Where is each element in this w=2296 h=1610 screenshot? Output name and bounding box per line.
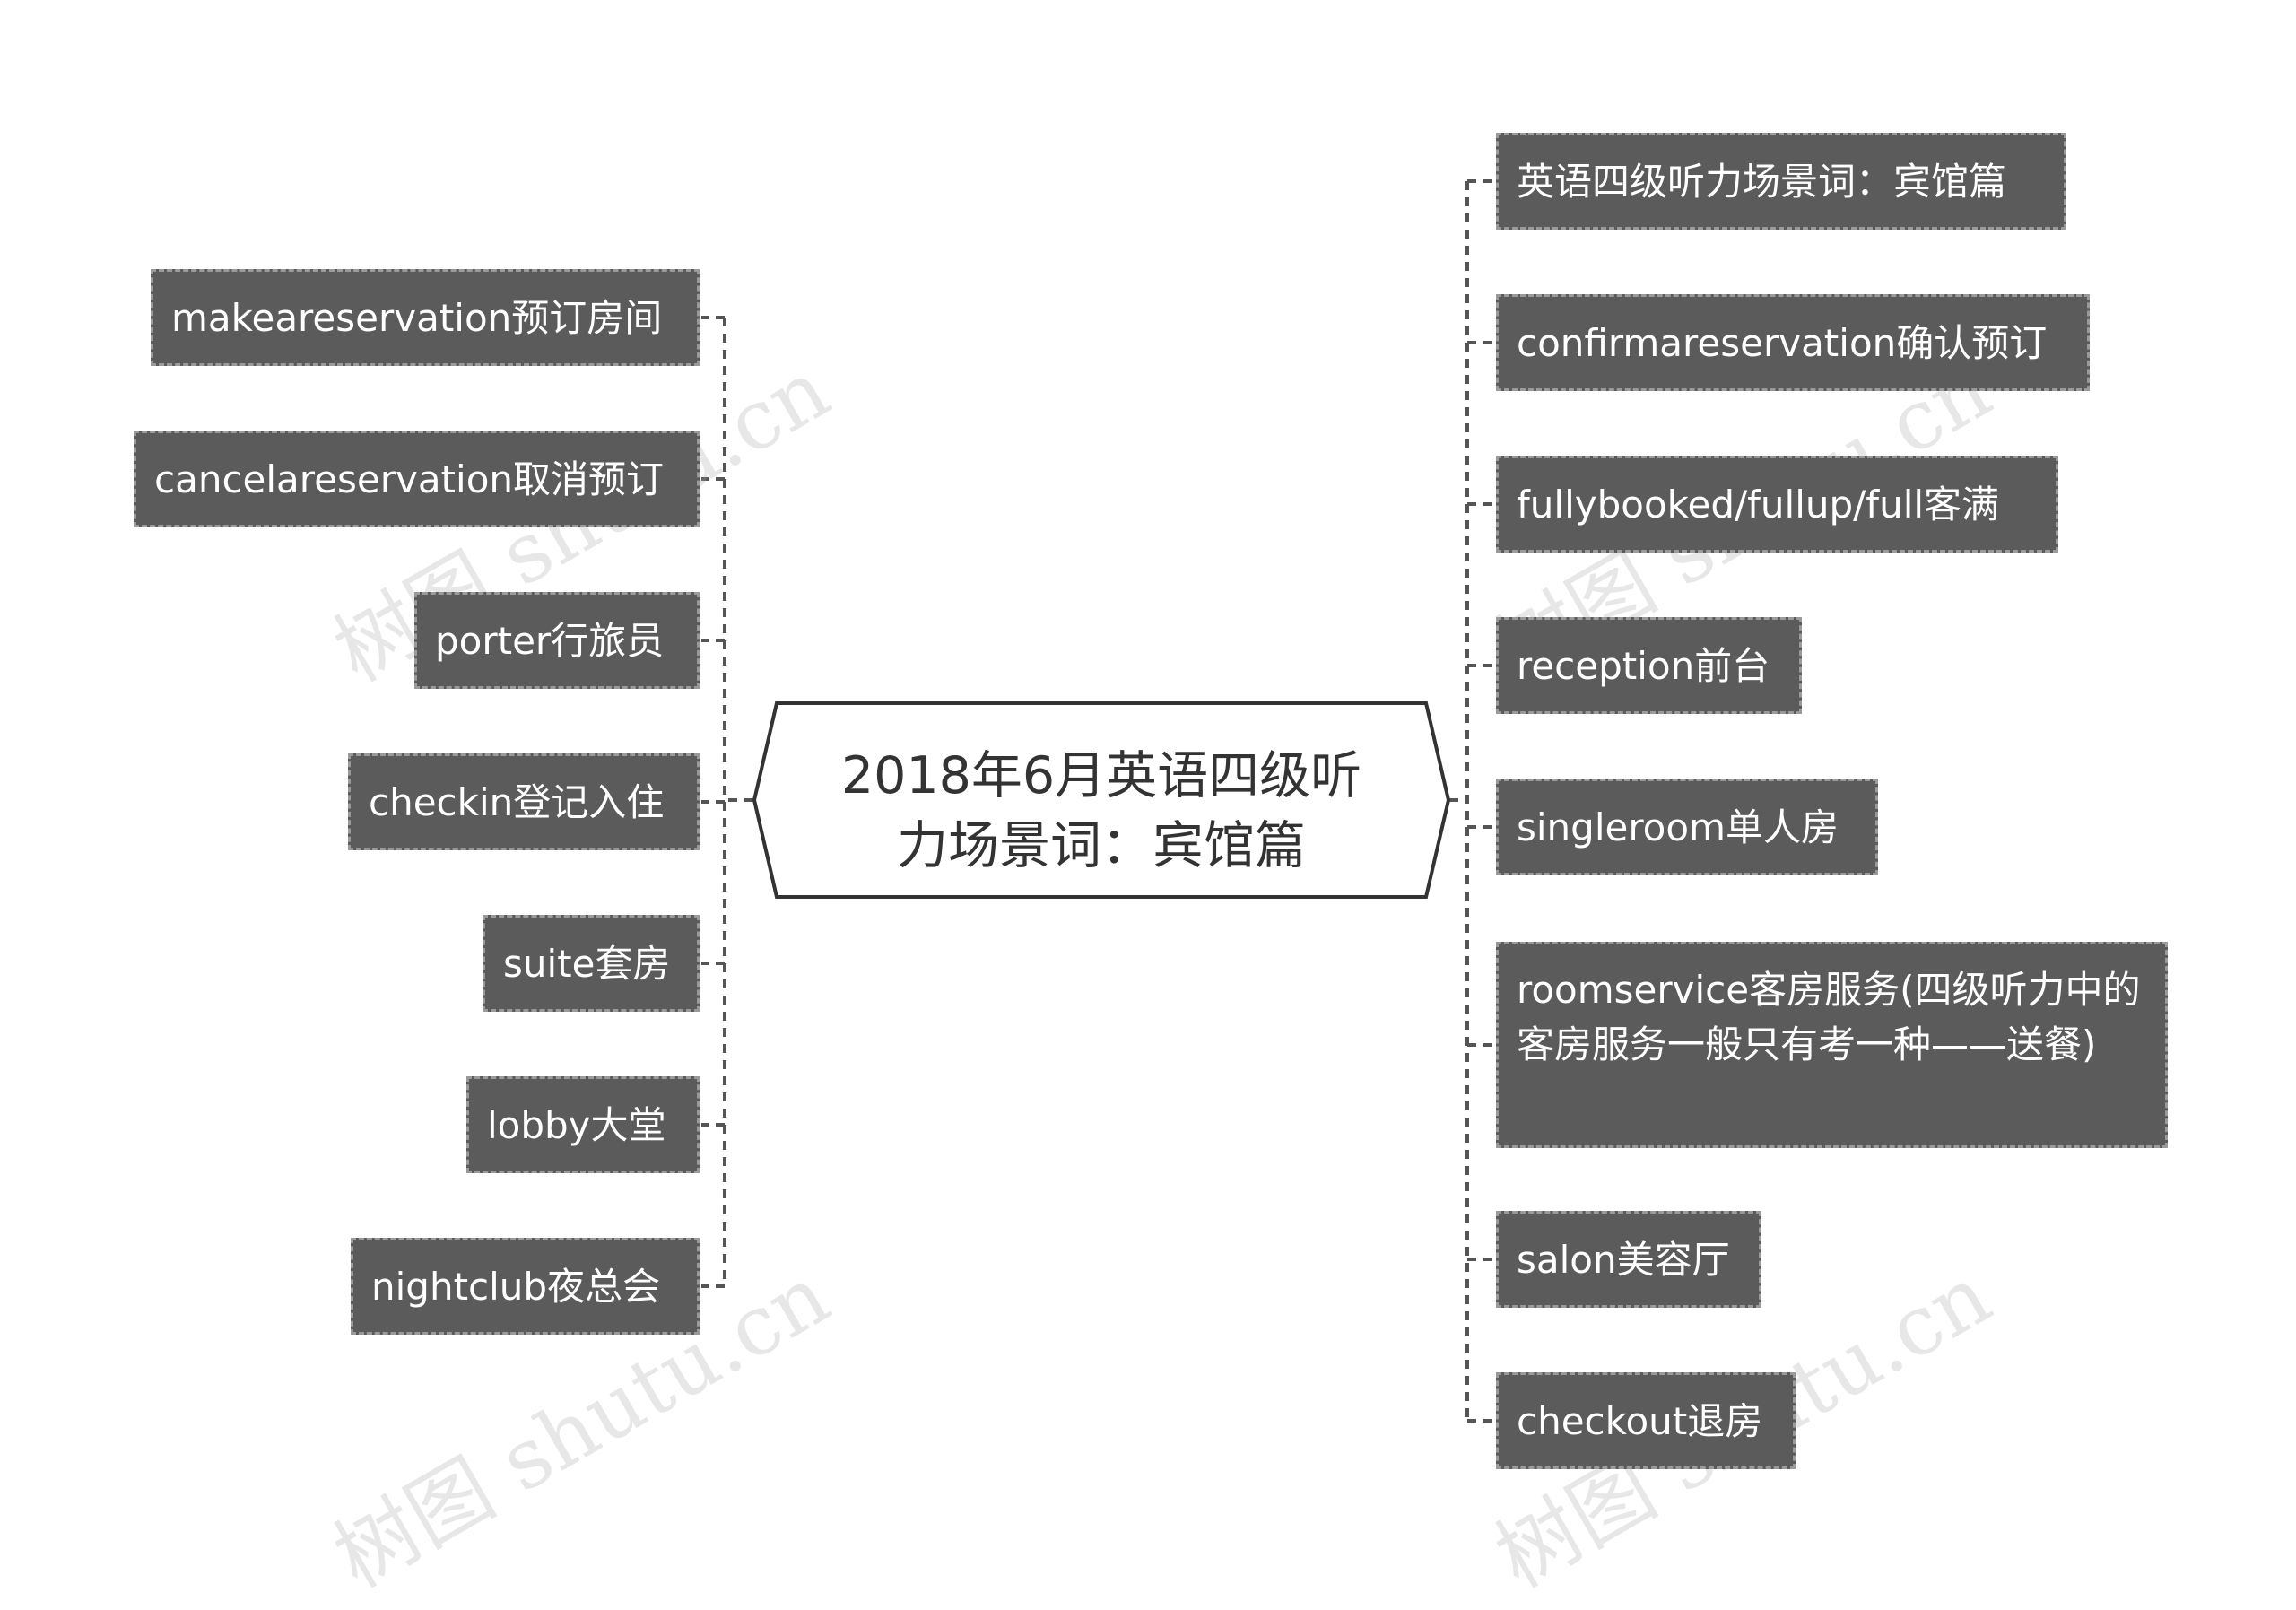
topic-label: roomservice客房服务(四级听力中的客房服务一般只有考一种——送餐) [1517, 968, 2141, 1066]
topic-label: lobby大堂 [487, 1102, 666, 1147]
topic-node-right[interactable]: singleroom单人房 [1496, 779, 1878, 875]
topic-label: suite套房 [503, 941, 671, 986]
topic-label: porter行旅员 [435, 618, 665, 663]
topic-node-right[interactable]: fullybooked/fullup/full客满 [1496, 456, 2058, 553]
topic-label: fullybooked/fullup/full客满 [1517, 482, 2000, 527]
topic-label: singleroom单人房 [1517, 805, 1839, 849]
topic-node-right[interactable]: roomservice客房服务(四级听力中的客房服务一般只有考一种——送餐) [1496, 942, 2168, 1148]
topic-label: checkout退房 [1517, 1398, 1763, 1443]
topic-label: 英语四级听力场景词：宾馆篇 [1517, 159, 2007, 204]
root-hexagon [752, 701, 1451, 899]
topic-node-left[interactable]: nightclub夜总会 [351, 1238, 700, 1335]
topic-node-right[interactable]: salon美容厅 [1496, 1211, 1761, 1308]
topic-node-left[interactable]: checkin登记入住 [348, 753, 700, 850]
topic-label: makeareservation预订房间 [171, 295, 663, 340]
topic-node-right[interactable]: 英语四级听力场景词：宾馆篇 [1496, 133, 2066, 230]
topic-node-right[interactable]: checkout退房 [1496, 1372, 1796, 1469]
topic-node-right[interactable]: confirmareservation确认预订 [1496, 294, 2090, 391]
topic-node-left[interactable]: suite套房 [483, 915, 700, 1012]
topic-label: nightclub夜总会 [371, 1264, 661, 1309]
topic-label: checkin登记入住 [369, 779, 665, 824]
root-node[interactable]: 2018年6月英语四级听力场景词：宾馆篇 [752, 701, 1451, 900]
topic-node-left[interactable]: porter行旅员 [414, 592, 700, 689]
topic-node-left[interactable]: lobby大堂 [466, 1076, 700, 1173]
topic-label: salon美容厅 [1517, 1237, 1730, 1282]
topic-node-left[interactable]: cancelareservation取消预订 [134, 431, 700, 527]
topic-label: cancelareservation取消预订 [154, 457, 665, 501]
topic-node-left[interactable]: makeareservation预订房间 [151, 269, 700, 366]
topic-label: reception前台 [1517, 643, 1770, 688]
topic-node-right[interactable]: reception前台 [1496, 617, 1802, 714]
root-label: 2018年6月英语四级听力场景词：宾馆篇 [840, 746, 1362, 875]
topic-label: confirmareservation确认预订 [1517, 320, 2048, 365]
